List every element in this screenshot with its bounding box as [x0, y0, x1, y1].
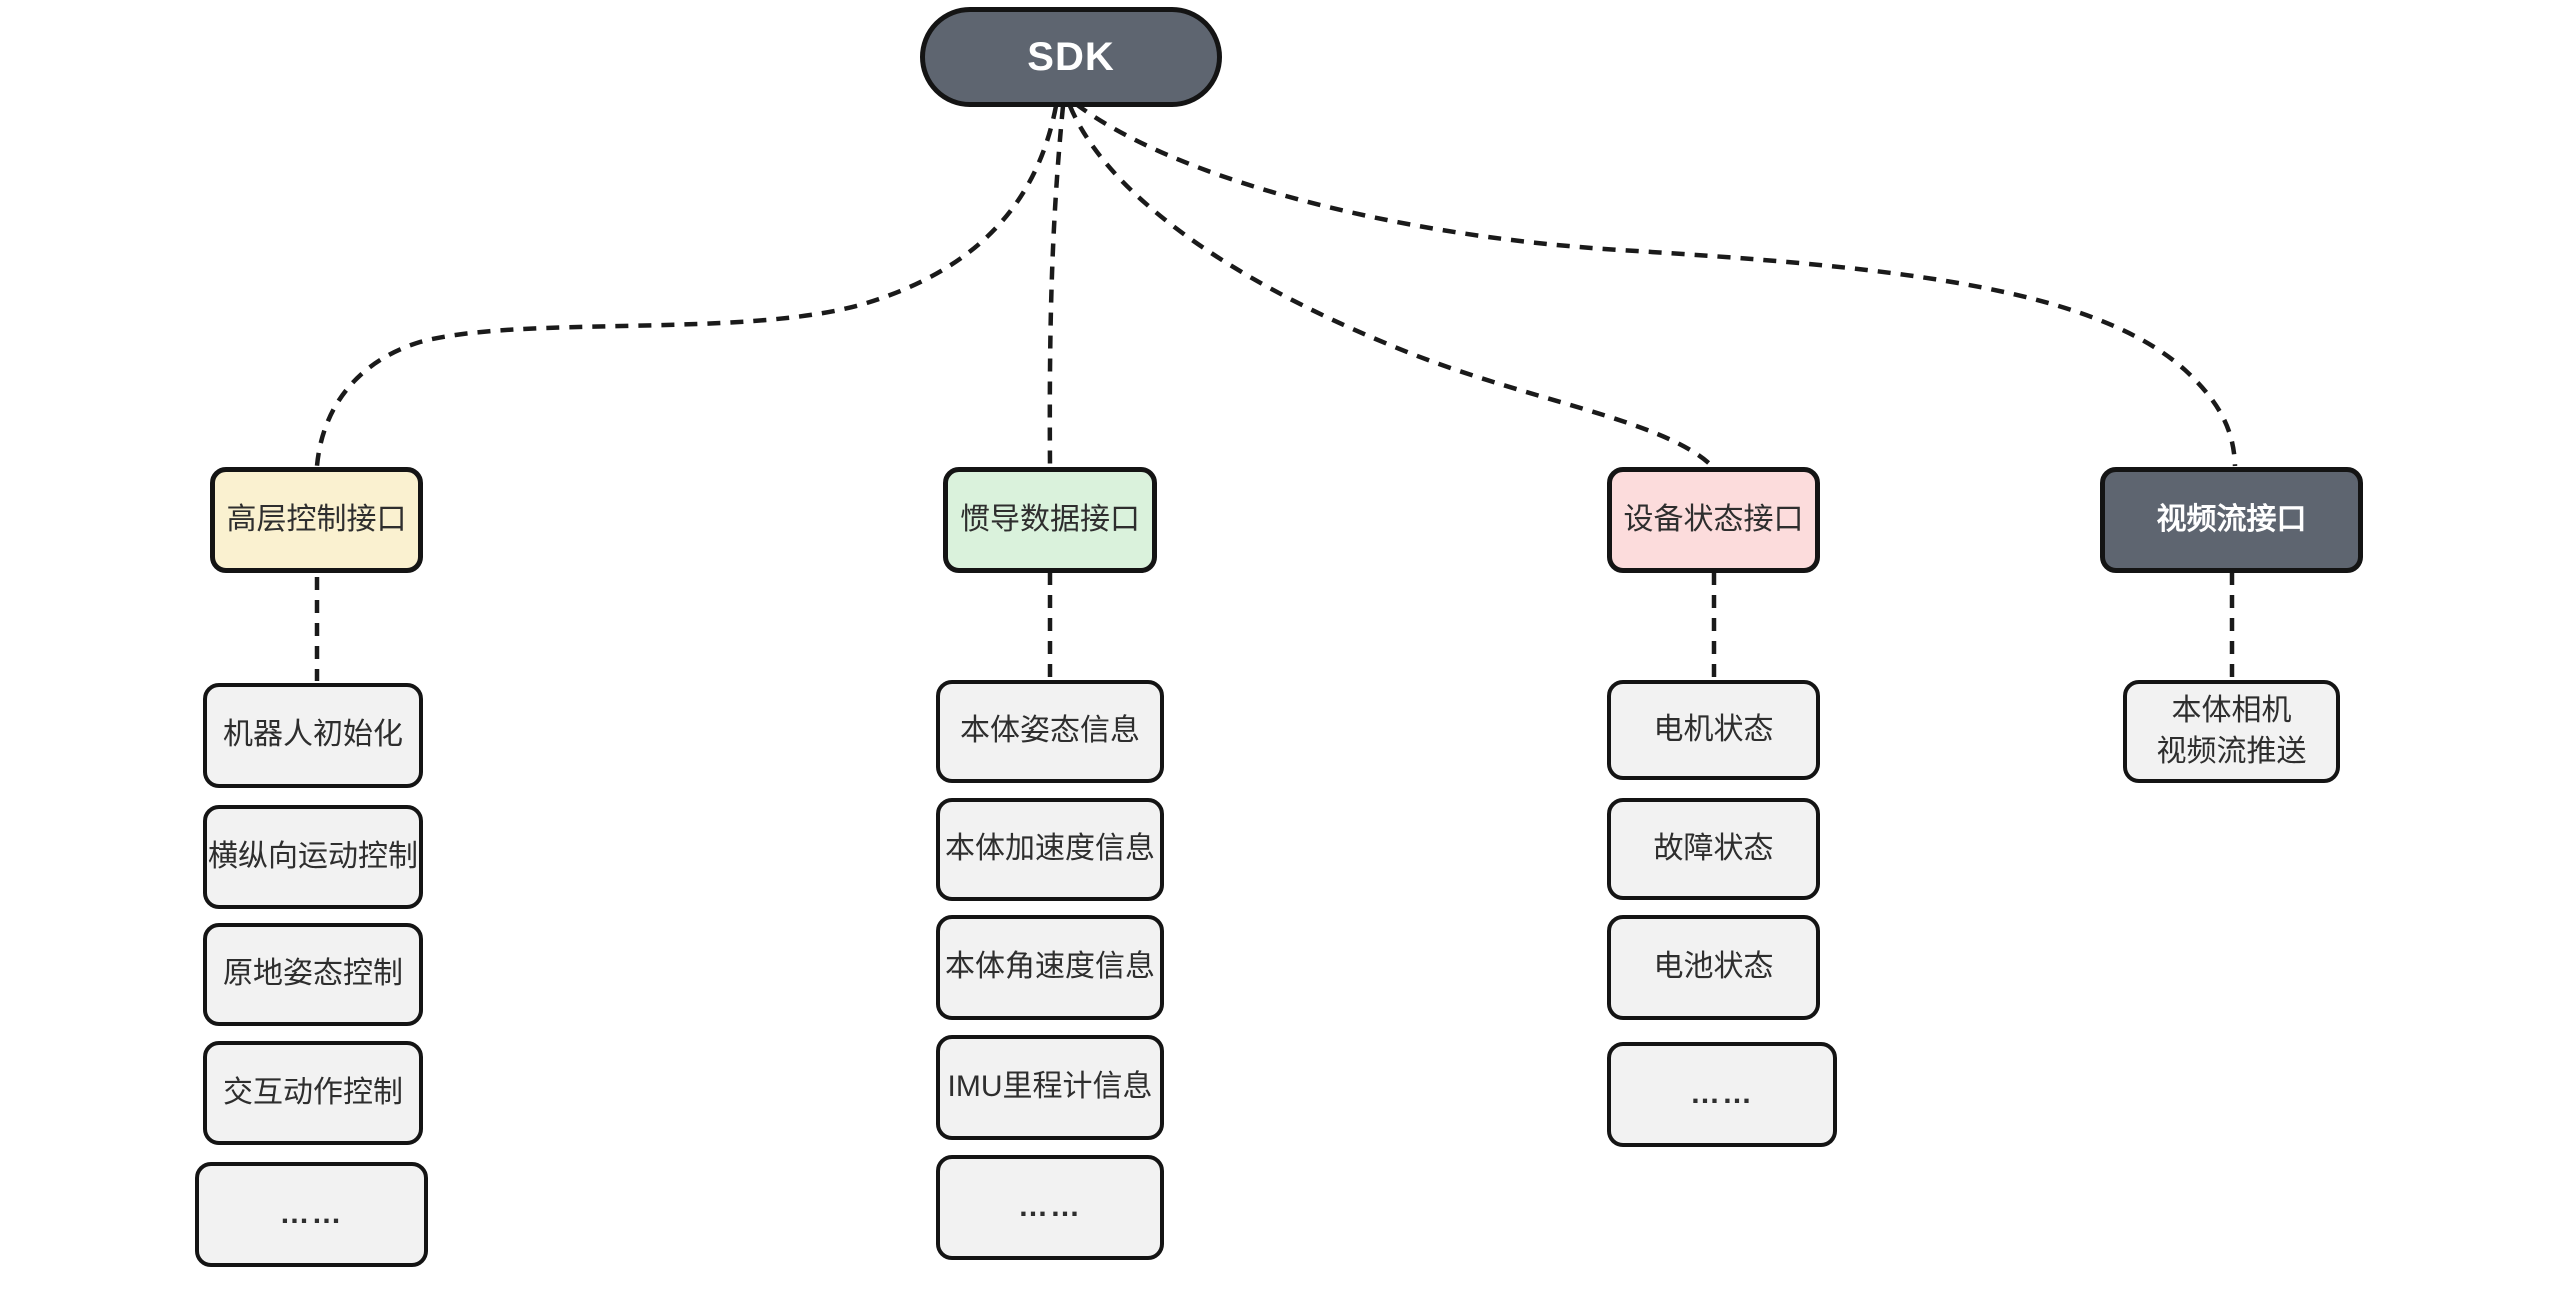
child-device-status-ellipsis: …… — [1607, 1042, 1837, 1147]
child-motor-status: 电机状态 — [1607, 680, 1820, 780]
connector-root-to-high-level — [314, 105, 1059, 467]
child-body-angular-velocity-info: 本体角速度信息 — [936, 915, 1164, 1020]
child-body-acceleration-info: 本体加速度信息 — [936, 798, 1164, 901]
child-robot-init: 机器人初始化 — [203, 683, 423, 788]
child-battery-status: 电池状态 — [1607, 915, 1820, 1020]
child-ins-data-ellipsis: …… — [936, 1155, 1164, 1260]
connector-root-to-ins-data — [1047, 105, 1066, 467]
child-body-camera-video-stream-push: 本体相机 视频流推送 — [2123, 680, 2340, 783]
child-in-place-posture-control: 原地姿态控制 — [203, 923, 423, 1026]
header-ins-data: 惯导数据接口 — [943, 467, 1157, 573]
child-lateral-longitudinal-motion-control: 横纵向运动控制 — [203, 805, 423, 909]
root-node-sdk: SDK — [920, 7, 1222, 107]
child-body-attitude-info: 本体姿态信息 — [936, 680, 1164, 783]
child-high-level-ellipsis: …… — [195, 1162, 428, 1267]
child-imu-odometry-info: IMU里程计信息 — [936, 1035, 1164, 1140]
child-fault-status: 故障状态 — [1607, 798, 1820, 900]
child-interactive-action-control: 交互动作控制 — [203, 1041, 423, 1145]
header-video-stream: 视频流接口 — [2100, 467, 2363, 573]
connector-root-to-video-stream — [1074, 102, 2238, 467]
header-high-level-control: 高层控制接口 — [210, 467, 423, 573]
header-device-status: 设备状态接口 — [1607, 467, 1820, 573]
connector-root-to-device-status — [1067, 105, 1714, 468]
